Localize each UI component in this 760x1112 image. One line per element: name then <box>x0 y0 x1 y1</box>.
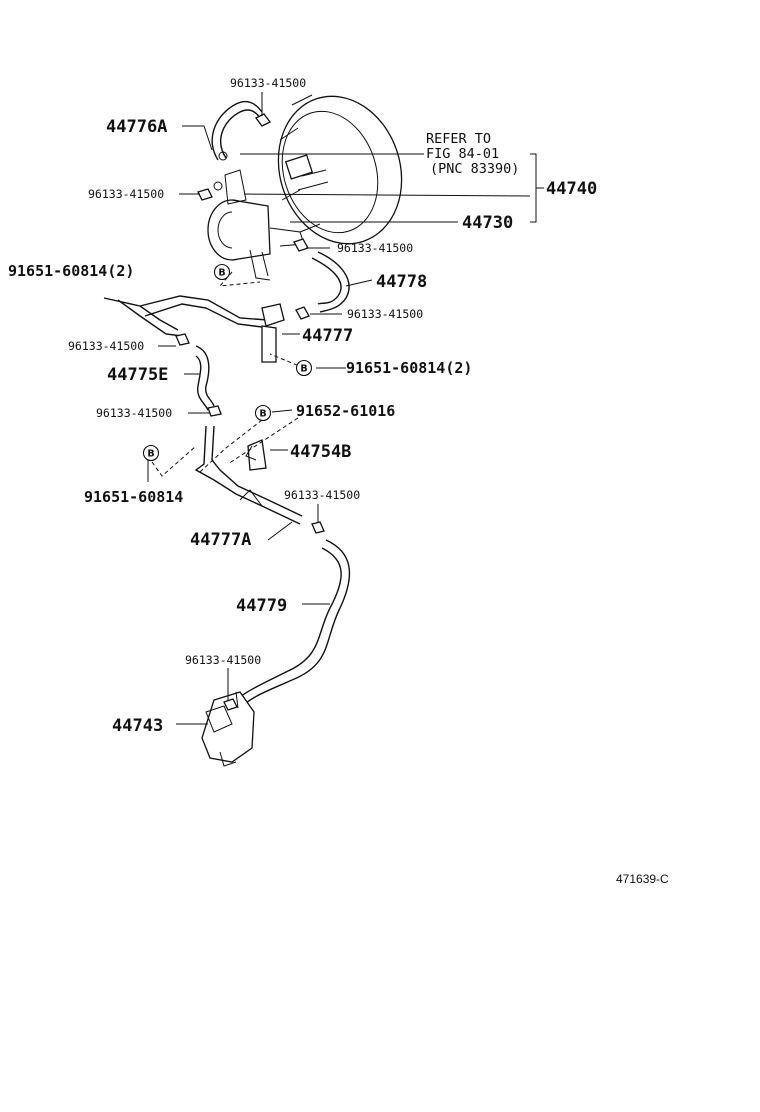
bolt-label: 91651-60814(2) <box>8 262 134 280</box>
bolt-label: 91651-60814(2) <box>346 359 472 377</box>
vacuum-pump-drawing <box>207 151 305 281</box>
bolt-label: 91651-60814 <box>84 488 183 506</box>
bolt-badge-text: B <box>218 268 225 279</box>
leader-lines <box>147 92 544 725</box>
bolt-badge: B <box>295 359 313 377</box>
part-label-44777: 44777 <box>302 326 353 346</box>
bolt-label: 91652-61016 <box>296 402 395 420</box>
clamps-drawing <box>175 113 325 711</box>
part-label-44775e: 44775E <box>107 365 168 385</box>
clamp-label: 96133-41500 <box>230 76 306 90</box>
clamp-label: 96133-41500 <box>347 307 423 321</box>
bolt-badge-text: B <box>259 409 266 420</box>
clamp-label: 96133-41500 <box>68 339 144 353</box>
bolt-badge: B <box>142 444 160 462</box>
brake-booster-drawing <box>277 94 403 245</box>
reference-line-2: FIG 84-01 <box>426 146 499 162</box>
hoses-drawing <box>195 100 351 709</box>
bolt-badge-text: B <box>300 364 307 375</box>
part-label-44730: 44730 <box>462 213 513 233</box>
bolt-badge: B <box>213 263 231 281</box>
pipes-drawing <box>103 295 303 525</box>
part-label-44778: 44778 <box>376 272 427 292</box>
bolt-badge: B <box>254 404 272 422</box>
clamp-label: 96133-41500 <box>96 406 172 420</box>
reservoir-tank-drawing <box>201 691 255 767</box>
part-label-44777a: 44777A <box>190 530 251 550</box>
clamp-label: 96133-41500 <box>337 241 413 255</box>
part-label-44743: 44743 <box>112 716 163 736</box>
part-label-44754b: 44754B <box>290 442 351 462</box>
clamp-label: 96133-41500 <box>88 187 164 201</box>
clamp-label: 96133-41500 <box>185 653 261 667</box>
reference-line-3: (PNC 83390) <box>430 161 519 177</box>
drawing-id: 471639-C <box>616 872 669 886</box>
bolt-badge-text: B <box>147 449 154 460</box>
part-label-44776a: 44776A <box>106 117 167 137</box>
part-label-44740: 44740 <box>546 179 597 199</box>
clamp-label: 96133-41500 <box>284 488 360 502</box>
reference-line-1: REFER TO <box>426 131 491 147</box>
part-label-44779: 44779 <box>236 596 287 616</box>
